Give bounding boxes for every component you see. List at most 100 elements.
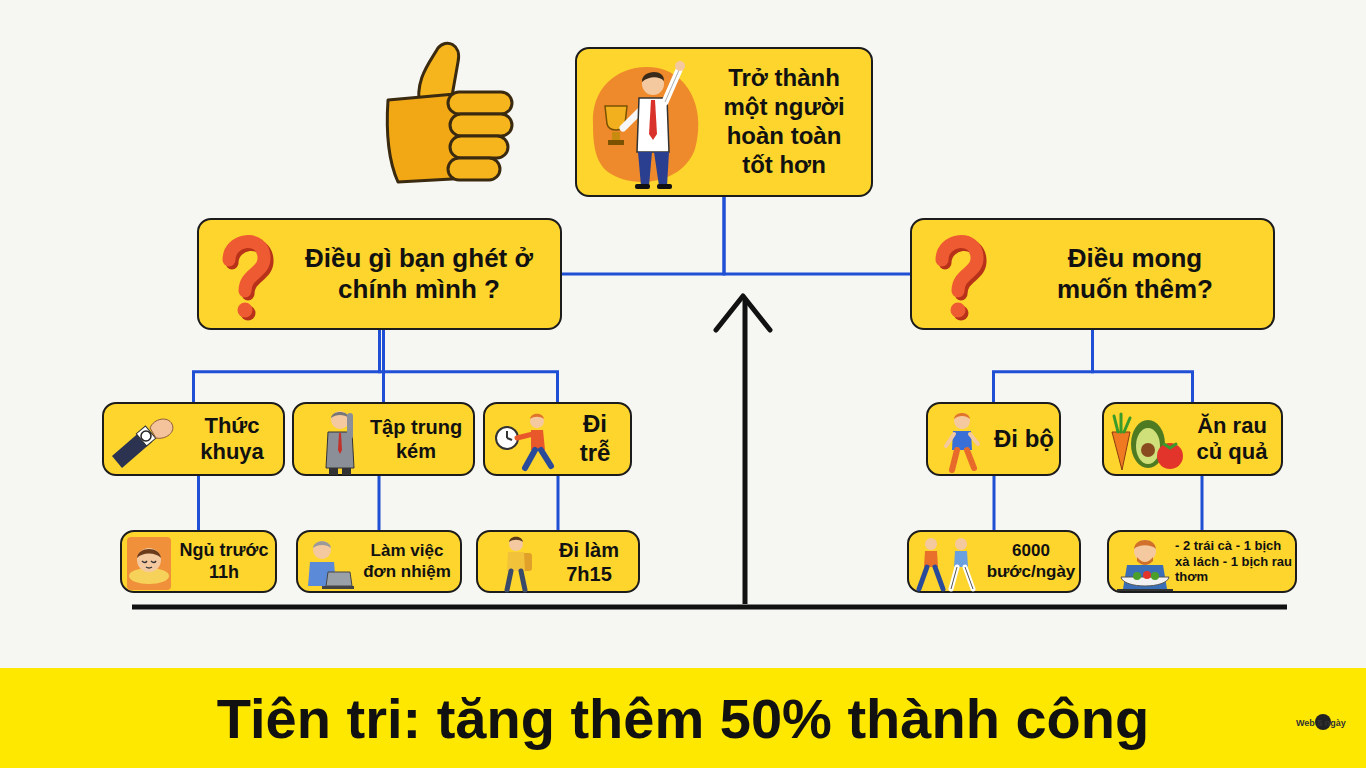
running-late-icon-part (525, 450, 535, 468)
box-text: Tập trung kém (358, 415, 474, 463)
commute-icon-part (509, 537, 523, 542)
action-box: - 2 trái cà - 1 bịch xà lách - 1 bịch ra… (1107, 530, 1297, 593)
box-text: Làm việc đơn nhiệm (354, 541, 460, 582)
box-text: Đi trễ (565, 410, 625, 468)
text-area: Làm việc đơn nhiệm (354, 541, 460, 582)
box-text: 6000 bước/ngày (981, 541, 1081, 582)
laptop-work-icon-part (313, 541, 331, 548)
running-late-icon-part (517, 434, 533, 438)
action-box: 6000 bước/ngày (907, 530, 1081, 593)
winner-icon-part (642, 73, 664, 95)
steps-icon-part (954, 551, 968, 567)
running-late-icon-part (530, 414, 544, 428)
question-box: Điều mong muốn thêm? (910, 218, 1275, 330)
walking-icon-part (946, 434, 954, 446)
winner-icon-part (612, 132, 620, 140)
question-mark-icon-part (942, 242, 977, 291)
laptop-work-icon-part (322, 586, 354, 589)
running-late-icon-part (541, 450, 551, 466)
running-late-icon-part (530, 414, 544, 419)
steps-icon-part (955, 538, 967, 550)
habit-box: Đi bộ (926, 402, 1061, 476)
laptop-work-icon (304, 536, 354, 591)
laptop-work-icon-part (313, 541, 331, 559)
running-late-icon (493, 410, 565, 474)
winner-icon-part (665, 70, 679, 102)
winner-icon-part (657, 184, 672, 189)
thumbs-up-part (448, 158, 500, 180)
sleep-icon-part (142, 561, 156, 563)
winner-icon-part (637, 98, 669, 152)
steps-icon-part (965, 567, 973, 589)
winner-icon-part (608, 140, 624, 145)
steps-icon-part (951, 567, 957, 589)
winner-icon-part (638, 152, 652, 186)
text-area: Thức khuya (184, 413, 280, 466)
winner-icon-part (649, 100, 657, 140)
connector (378, 476, 381, 530)
text-area: - 2 trái cà - 1 bịch xà lách - 1 bịch ra… (1175, 538, 1295, 585)
box-text: Trở thành một người hoàn toàn tốt hơn (709, 64, 859, 179)
winner-icon-part (654, 152, 669, 186)
winner-icon-part (642, 72, 664, 82)
text-area: Điều mong muốn thêm? (1040, 243, 1230, 305)
steps-icon-part (965, 567, 973, 589)
box-text: Thức khuya (184, 413, 280, 466)
question-mark-icon (928, 230, 992, 322)
steps-icon-part (919, 567, 927, 589)
text-area: Đi làm 7h15 (540, 538, 638, 586)
connector (557, 476, 560, 530)
box-text: Đi làm 7h15 (540, 538, 638, 586)
walking-icon-part (970, 434, 978, 444)
vegetables-icon-part (1136, 428, 1160, 464)
habit-box: Ăn rau củ quả (1102, 402, 1283, 476)
text-area: Ngủ trước 11h (172, 540, 276, 583)
running-late-icon-part (507, 438, 512, 440)
question-mark-icon (215, 230, 279, 322)
thumbs-up-part (448, 92, 512, 114)
poor-focus-icon-part (331, 412, 349, 418)
vegetables-icon-part (1164, 444, 1176, 448)
thumbs-up-part (450, 136, 508, 158)
question-mark-icon-part (951, 303, 966, 318)
connector (562, 197, 724, 274)
box-text: Điều gì bạn ghét ở chính mình ? (285, 243, 553, 305)
question-box: Điều gì bạn ghét ở chính mình ? (197, 218, 562, 330)
connector (194, 330, 380, 402)
sleep-icon-part (146, 567, 152, 568)
late-night-icon (110, 410, 182, 470)
walking-icon (938, 410, 988, 474)
text-area: Điều gì bạn ghét ở chính mình ? (285, 243, 553, 305)
box-text: Đi bộ (994, 425, 1054, 454)
poor-focus-icon-part (329, 468, 338, 475)
box-text: Điều mong muốn thêm? (1040, 243, 1230, 305)
sleep-icon-part (127, 537, 171, 590)
running-late-icon-part (506, 431, 508, 438)
base-line (132, 605, 1287, 610)
connector (1093, 330, 1193, 402)
sleep-icon-part (137, 549, 161, 558)
salad-icon-part (1151, 572, 1159, 580)
poor-focus-icon-part (331, 411, 349, 429)
commute-icon-part (521, 571, 525, 590)
text-area: 6000 bước/ngày (981, 541, 1081, 582)
late-night-icon-part (112, 430, 152, 468)
commute-icon-part (507, 552, 525, 571)
steps-icon (913, 535, 981, 593)
connector (382, 330, 385, 402)
laptop-work-icon-part (326, 572, 352, 586)
connector (724, 197, 910, 274)
progress-arrow-head (716, 296, 770, 330)
connector (993, 476, 996, 530)
salad-icon-part (1137, 557, 1153, 565)
habit-box: Đi trễ (483, 402, 632, 476)
late-night-icon-part (150, 419, 173, 438)
connector (994, 330, 1093, 402)
box-text: - 2 trái cà - 1 bịch xà lách - 1 bịch ra… (1175, 538, 1295, 585)
action-box: Làm việc đơn nhiệm (296, 530, 462, 593)
progress-arrow (743, 298, 748, 604)
winner-icon-part (675, 61, 685, 71)
question-mark-icon-part (238, 303, 253, 318)
winner-icon-part (665, 70, 679, 102)
